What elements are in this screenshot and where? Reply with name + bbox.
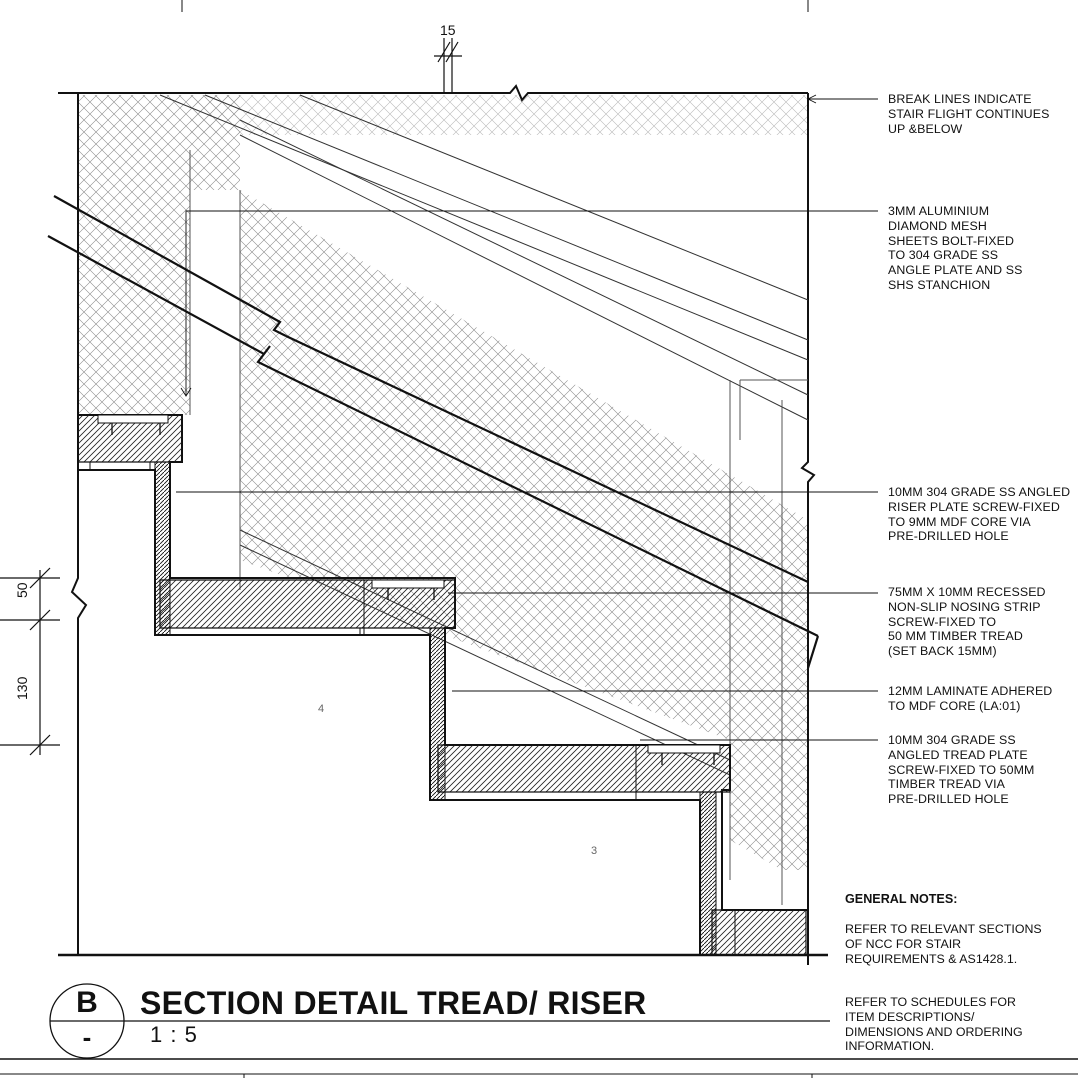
handrail xyxy=(47,195,820,669)
dim-nosing-label: 50 xyxy=(14,582,30,598)
annotation-riser-plate: 10MM 304 GRADE SS ANGLED RISER PLATE SCR… xyxy=(888,485,1071,544)
dim-top xyxy=(434,38,462,93)
dim-left xyxy=(0,567,60,756)
annotation-break-lines: BREAK LINES INDICATE STAIR FLIGHT CONTIN… xyxy=(888,92,1050,136)
general-notes-title: GENERAL NOTES: xyxy=(845,892,958,906)
annotation-laminate: 12MM LAMINATE ADHERED TO MDF CORE (LA:01… xyxy=(888,684,1053,713)
annotation-nosing-strip: 75MM X 10MM RECESSED NON-SLIP NOSING STR… xyxy=(888,585,1046,659)
section-ref-sheet: - xyxy=(82,1022,92,1052)
annotation-mesh: 3MM ALUMINIUM DIAMOND MESH SHEETS BOLT-F… xyxy=(888,204,1023,292)
step-number: 3 xyxy=(591,845,598,857)
general-note: REFER TO SCHEDULES FOR ITEM DESCRIPTIONS… xyxy=(845,995,1023,1054)
title-block xyxy=(0,983,1078,1078)
dim-riser-label: 130 xyxy=(14,676,30,700)
general-note: REFER TO RELEVANT SECTIONS OF NCC FOR ST… xyxy=(845,922,1042,966)
mesh-fill xyxy=(78,95,808,870)
step-number: 4 xyxy=(318,703,325,715)
leader-lines xyxy=(176,94,878,741)
section-ref-letter: B xyxy=(76,986,98,1019)
drawing-scale: 1 : 5 xyxy=(150,1022,198,1047)
drawing-title: SECTION DETAIL TREAD/ RISER xyxy=(140,985,647,1021)
annotation-tread-plate: 10MM 304 GRADE SS ANGLED TREAD PLATE SCR… xyxy=(888,733,1035,807)
dim-top-label: 15 xyxy=(440,22,456,38)
treads xyxy=(77,414,807,956)
